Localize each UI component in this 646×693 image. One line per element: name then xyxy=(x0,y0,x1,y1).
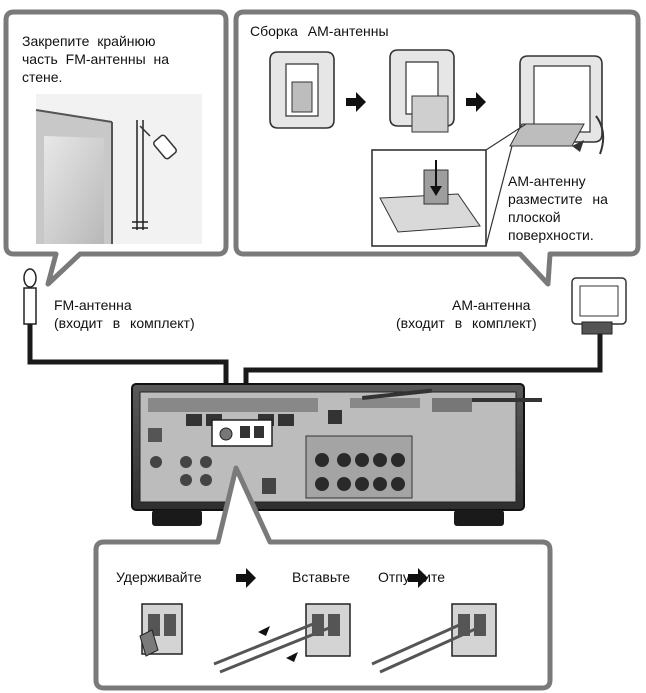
am-assembly-title: Сборка АМ-антенны xyxy=(250,23,389,39)
pushpin-icon xyxy=(139,125,177,160)
am-placement-line4: поверхности. xyxy=(508,227,594,243)
am-antenna-label: АМ-антенна xyxy=(452,297,531,313)
arrow-right-icon xyxy=(408,568,428,588)
am-loop-step2-illustration xyxy=(389,49,455,133)
step-release-label: Отпустите xyxy=(378,569,445,585)
arrow-right-icon xyxy=(346,92,366,112)
fm-instruction-line1: Закрепите крайнюю xyxy=(22,33,156,49)
fm-wall-illustration xyxy=(35,94,202,244)
receiver-rear-panel xyxy=(131,383,542,526)
fm-antenna-label: FM-антенна xyxy=(54,297,132,313)
antenna-terminal-block xyxy=(211,419,273,447)
am-placement-line3: плоской xyxy=(508,209,561,225)
step-insert-label: Вставьте xyxy=(292,569,351,585)
am-placement-line1: АМ-антенну xyxy=(508,173,586,189)
terminal-insert-illustration xyxy=(213,603,351,674)
fm-instruction-line2: часть FM-антенны на xyxy=(22,51,170,67)
step-hold-label: Удерживайте xyxy=(116,569,202,585)
connection-callout-panel xyxy=(93,465,553,691)
am-loop-step3-illustration xyxy=(509,55,603,147)
terminal-release-illustration xyxy=(371,603,497,674)
am-antenna-note: (входит в комплект) xyxy=(396,315,537,331)
am-placement-line2: разместите на xyxy=(508,191,608,207)
terminal-hold-illustration xyxy=(139,603,183,657)
arrow-right-icon xyxy=(236,568,256,588)
fm-antenna-note: (входит в комплект) xyxy=(54,315,195,331)
rotate-arrow-icon xyxy=(572,115,605,155)
am-base-detail-inset xyxy=(371,123,527,247)
am-loop-step1-illustration xyxy=(269,51,335,129)
arrow-right-icon xyxy=(466,92,486,112)
fm-instruction-line3: стене. xyxy=(22,69,63,85)
